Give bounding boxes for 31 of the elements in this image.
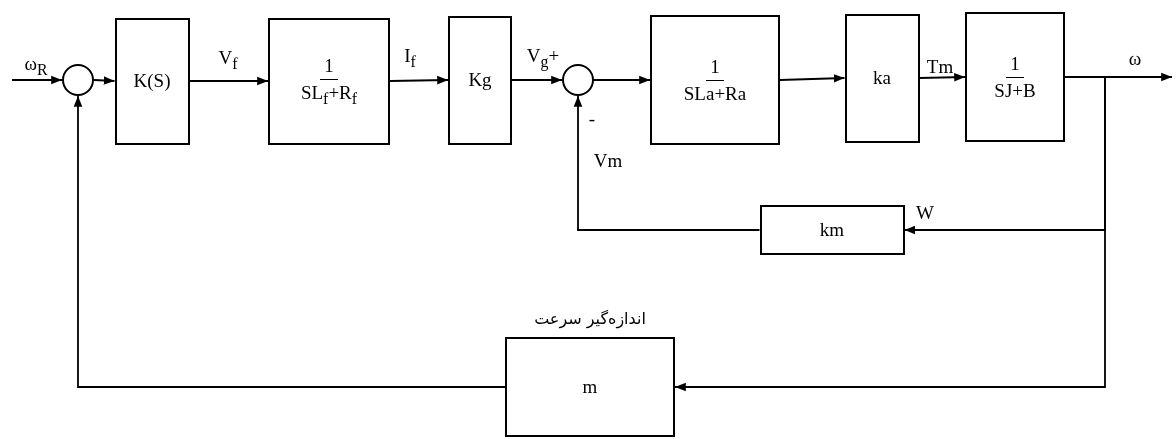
block-box: km (759, 205, 905, 255)
edge-label: I$_{f}$ (403, 46, 417, 70)
arrow (11, 75, 63, 85)
block-box: m (505, 337, 675, 437)
arrow (779, 74, 846, 83)
edge-label: V$_{g}$+ (525, 46, 561, 70)
numerator: 1 (1006, 52, 1024, 78)
arrow (73, 95, 506, 388)
arrow (674, 76, 1106, 392)
block-box (268, 17, 390, 145)
block-box: ka (844, 13, 920, 143)
block-box (965, 12, 1065, 142)
edge-label: V$_{f}$ (217, 48, 239, 72)
block-box: K(S) (114, 17, 190, 145)
block-box (650, 15, 780, 145)
arrow (93, 76, 116, 85)
numerator: 1 (320, 54, 338, 80)
denominator: SL$_{f}$+R$_{f}$ (299, 80, 359, 108)
arrow (188, 76, 269, 86)
block-box: Kg (448, 15, 512, 145)
arrow (511, 75, 563, 85)
arrow (593, 75, 651, 85)
numerator: 1 (706, 55, 724, 81)
summing-junction (562, 64, 594, 96)
denominator: SLa+Ra (682, 81, 748, 105)
arrow (573, 95, 761, 231)
block-caption: اندازه‌گیر سرعت (534, 309, 646, 328)
denominator: SJ+B (993, 78, 1037, 102)
arrow (918, 72, 966, 82)
summing-junction (62, 64, 94, 96)
arrow (389, 75, 449, 85)
